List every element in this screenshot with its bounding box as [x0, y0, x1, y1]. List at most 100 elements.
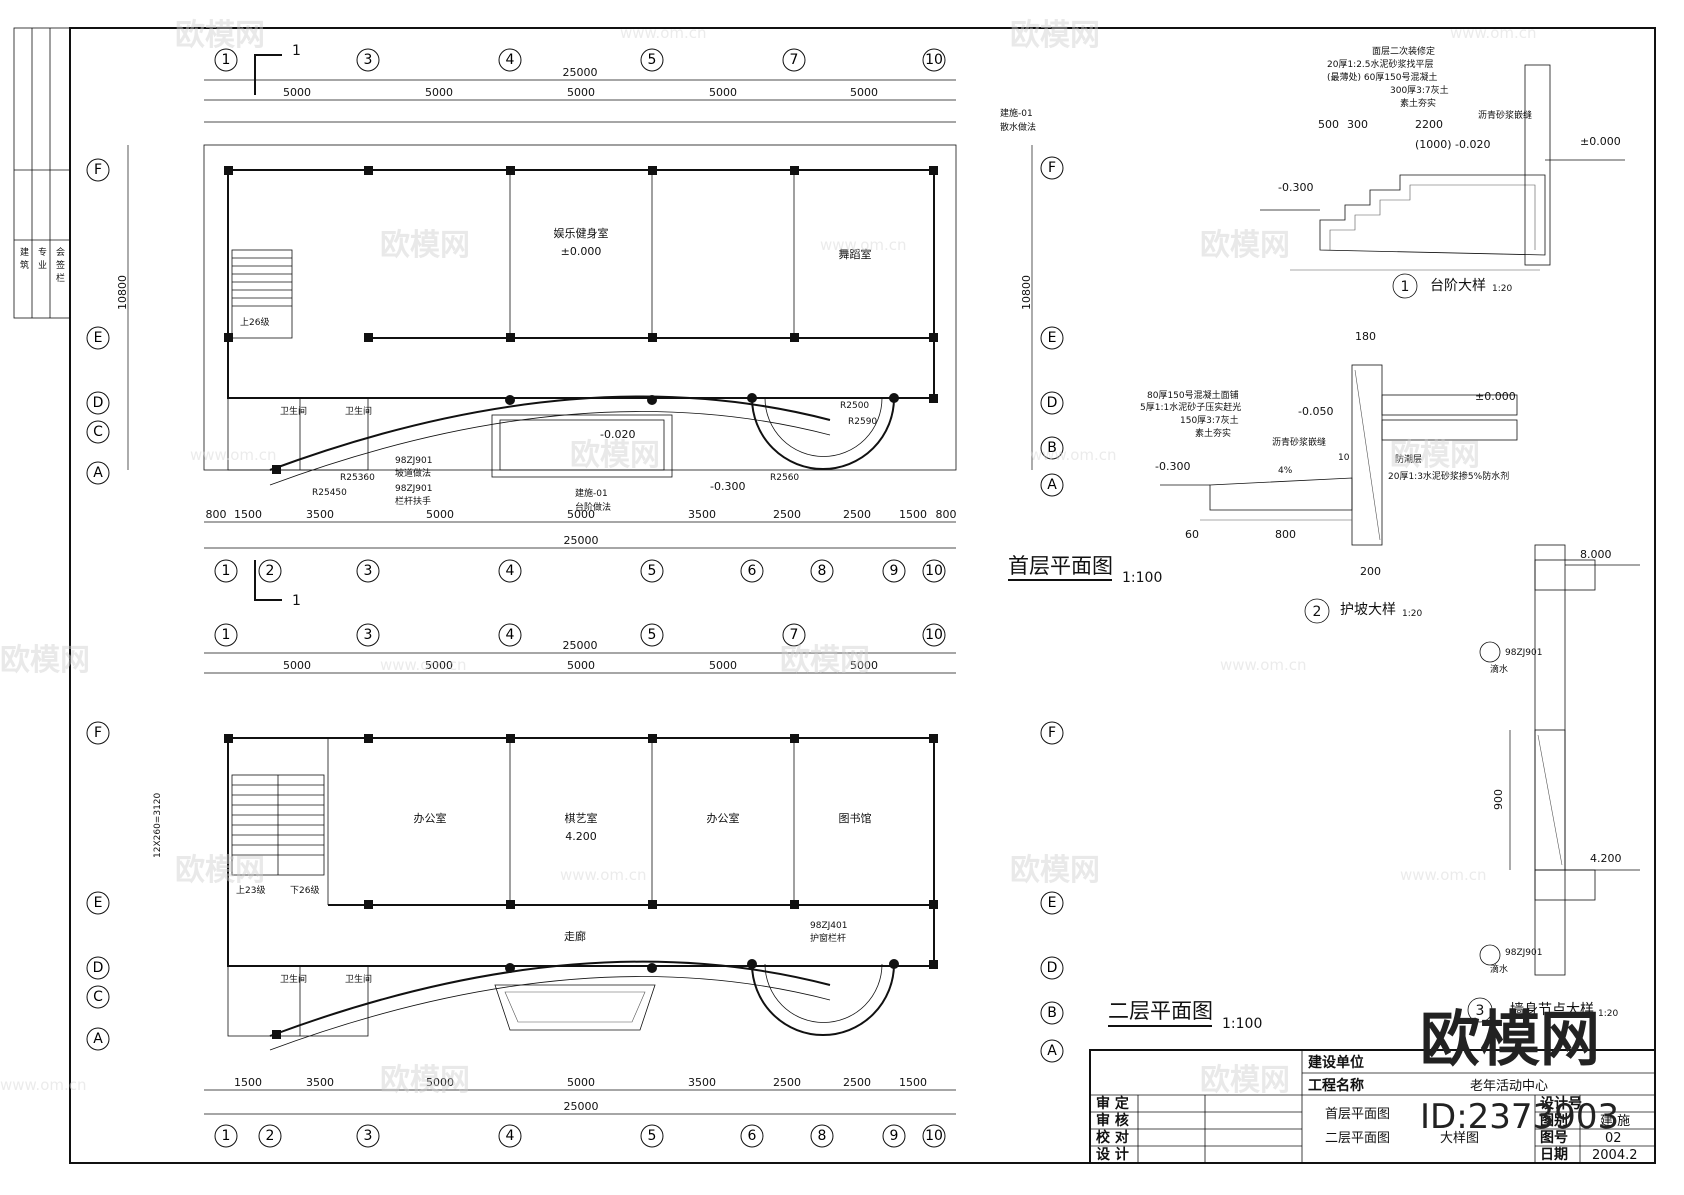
tb-drawing-3: 大样图: [1440, 1131, 1479, 1146]
sheet-border: [69, 27, 1656, 1164]
second-bay-dim-5: 5000: [850, 659, 878, 672]
ground-bottom-dim-7: 2500: [773, 508, 801, 521]
brand-id: ID:2373903: [1420, 1097, 1619, 1137]
second-rail-text: 护窗栏杆: [810, 932, 846, 944]
second-room-chess: 棋艺室: [565, 811, 598, 825]
ground-left-axes: F E D C A: [86, 158, 110, 485]
svg-text:9: 9: [890, 1128, 899, 1144]
ground-toilet-label-2: 卫生间: [345, 405, 372, 417]
svg-text:E: E: [94, 895, 103, 911]
section-mark-top: [254, 54, 282, 95]
step-detail-scale: 1:20: [1492, 284, 1512, 294]
svg-text:3: 3: [364, 52, 373, 68]
wall-level-2: 4.200: [1590, 852, 1622, 865]
step-dim-2: 300: [1347, 118, 1368, 131]
svg-text:C: C: [93, 424, 103, 440]
ground-drain-ref: 建施-01: [1000, 107, 1033, 119]
second-room-level: 4.200: [565, 830, 597, 843]
svg-text:E: E: [1048, 895, 1057, 911]
second-plan-title: 二层平面图: [1108, 999, 1213, 1023]
second-curved-wall: [269, 960, 831, 1037]
ground-entry-steps: [491, 414, 673, 478]
svg-text:A: A: [1047, 477, 1057, 493]
svg-text:7: 7: [790, 52, 799, 68]
svg-text:7: 7: [790, 627, 799, 643]
tb-row-approve: 审 定: [1096, 1095, 1129, 1112]
second-toilet-label-2: 卫生间: [345, 973, 372, 985]
slope-level-1: -0.050: [1298, 405, 1333, 418]
watermark-8: 欧模网: [780, 643, 870, 678]
step-layer-1: 面层二次装修定: [1372, 45, 1435, 57]
wall-level-1: 8.000: [1580, 548, 1612, 561]
tb-field-number: 图号: [1540, 1130, 1568, 1146]
tb-drawing-2: 二层平面图: [1325, 1131, 1390, 1146]
second-bottom-dim-1: 1500: [234, 1076, 262, 1089]
watermark-url-1: www.om.cn: [620, 24, 707, 42]
svg-text:4: 4: [506, 563, 515, 579]
step-level-3: -0.300: [1278, 181, 1313, 194]
second-bottom-axes: 1 2 3 4 5 6 8 9 10: [214, 1124, 946, 1148]
wall-detail-num: 3: [1476, 1003, 1485, 1019]
watermark-url-3: www.om.cn: [820, 236, 907, 254]
tb-row-design: 设 计: [1096, 1146, 1129, 1163]
side-strip-4: 业: [38, 260, 47, 271]
ground-plan-title: 首层平面图: [1008, 554, 1113, 578]
slope-dim-3: 60: [1185, 528, 1199, 541]
slope-damp-layer: 防潮层: [1395, 453, 1422, 465]
ground-level-outside: -0.300: [710, 480, 745, 493]
step-note: 沥青砂浆嵌缝: [1478, 109, 1532, 121]
svg-text:10: 10: [925, 627, 943, 643]
second-bay-dim-3: 5000: [567, 659, 595, 672]
watermark-9: 欧模网: [175, 853, 265, 888]
second-plan-scale: 1:100: [1222, 1016, 1262, 1032]
second-round-bay: [751, 963, 895, 1036]
svg-text:1: 1: [222, 563, 231, 579]
second-left-axes: F E D C A: [86, 721, 110, 1051]
second-bottom-dim-6: 2500: [773, 1076, 801, 1089]
svg-text:2: 2: [266, 1128, 275, 1144]
second-room-library: 图书馆: [839, 811, 872, 825]
side-strip-3: 专: [38, 246, 47, 258]
ground-bay-dim-3: 5000: [567, 86, 595, 99]
step-detail-num: 1: [1401, 279, 1410, 295]
svg-text:D: D: [1047, 395, 1058, 411]
ground-bottom-dim-1: 800: [206, 508, 227, 521]
tb-value-date: 2004.2: [1592, 1148, 1638, 1163]
watermark-7: 欧模网: [0, 643, 90, 678]
second-overall-dim-bottom: 25000: [564, 1100, 599, 1113]
svg-text:B: B: [1047, 440, 1057, 456]
svg-text:3: 3: [364, 563, 373, 579]
svg-text:F: F: [94, 162, 102, 178]
ground-bottom-dim-3: 3500: [306, 508, 334, 521]
second-right-axes: F E D B A: [1040, 721, 1064, 1063]
ground-radius-3: R25360: [340, 473, 375, 483]
ground-bottom-dim-4: 5000: [426, 508, 454, 521]
ground-columns: [224, 166, 938, 474]
second-floor-plan: 1 3 4 5 7 10 25000 5000 5000 5000 5000 5…: [86, 623, 1262, 1148]
ground-bottom-dim-10: 800: [936, 508, 957, 521]
step-dim-4: (1000): [1415, 138, 1452, 151]
ground-drain-text: 散水做法: [1000, 121, 1036, 133]
watermark-url-8: www.om.cn: [560, 866, 647, 884]
slope-gradient: 4%: [1278, 466, 1293, 476]
svg-text:3: 3: [364, 1128, 373, 1144]
svg-text:D: D: [93, 395, 104, 411]
svg-text:5: 5: [648, 1128, 657, 1144]
second-bay-dim-4: 5000: [709, 659, 737, 672]
watermark-url-4: www.om.cn: [190, 446, 277, 464]
watermark-url-7: www.om.cn: [1220, 656, 1307, 674]
svg-text:4: 4: [506, 52, 515, 68]
watermark-6: 欧模网: [1390, 438, 1480, 473]
second-bottom-dim-8: 1500: [899, 1076, 927, 1089]
second-bottom-dim-2: 3500: [306, 1076, 334, 1089]
step-layer-5: 素土夯实: [1400, 97, 1436, 109]
side-strip-7: 栏: [56, 272, 65, 284]
svg-text:4: 4: [506, 1128, 515, 1144]
watermark-url-9: www.om.cn: [1400, 866, 1487, 884]
ground-handrail-ref: 98ZJ901: [395, 484, 432, 494]
ground-ramp-ref: 98ZJ901: [395, 456, 432, 466]
ground-right-axes: F E D B A: [1040, 156, 1064, 497]
svg-text:A: A: [1047, 1043, 1057, 1059]
second-columns: [224, 734, 938, 1039]
slope-detail-num: 2: [1313, 604, 1322, 620]
